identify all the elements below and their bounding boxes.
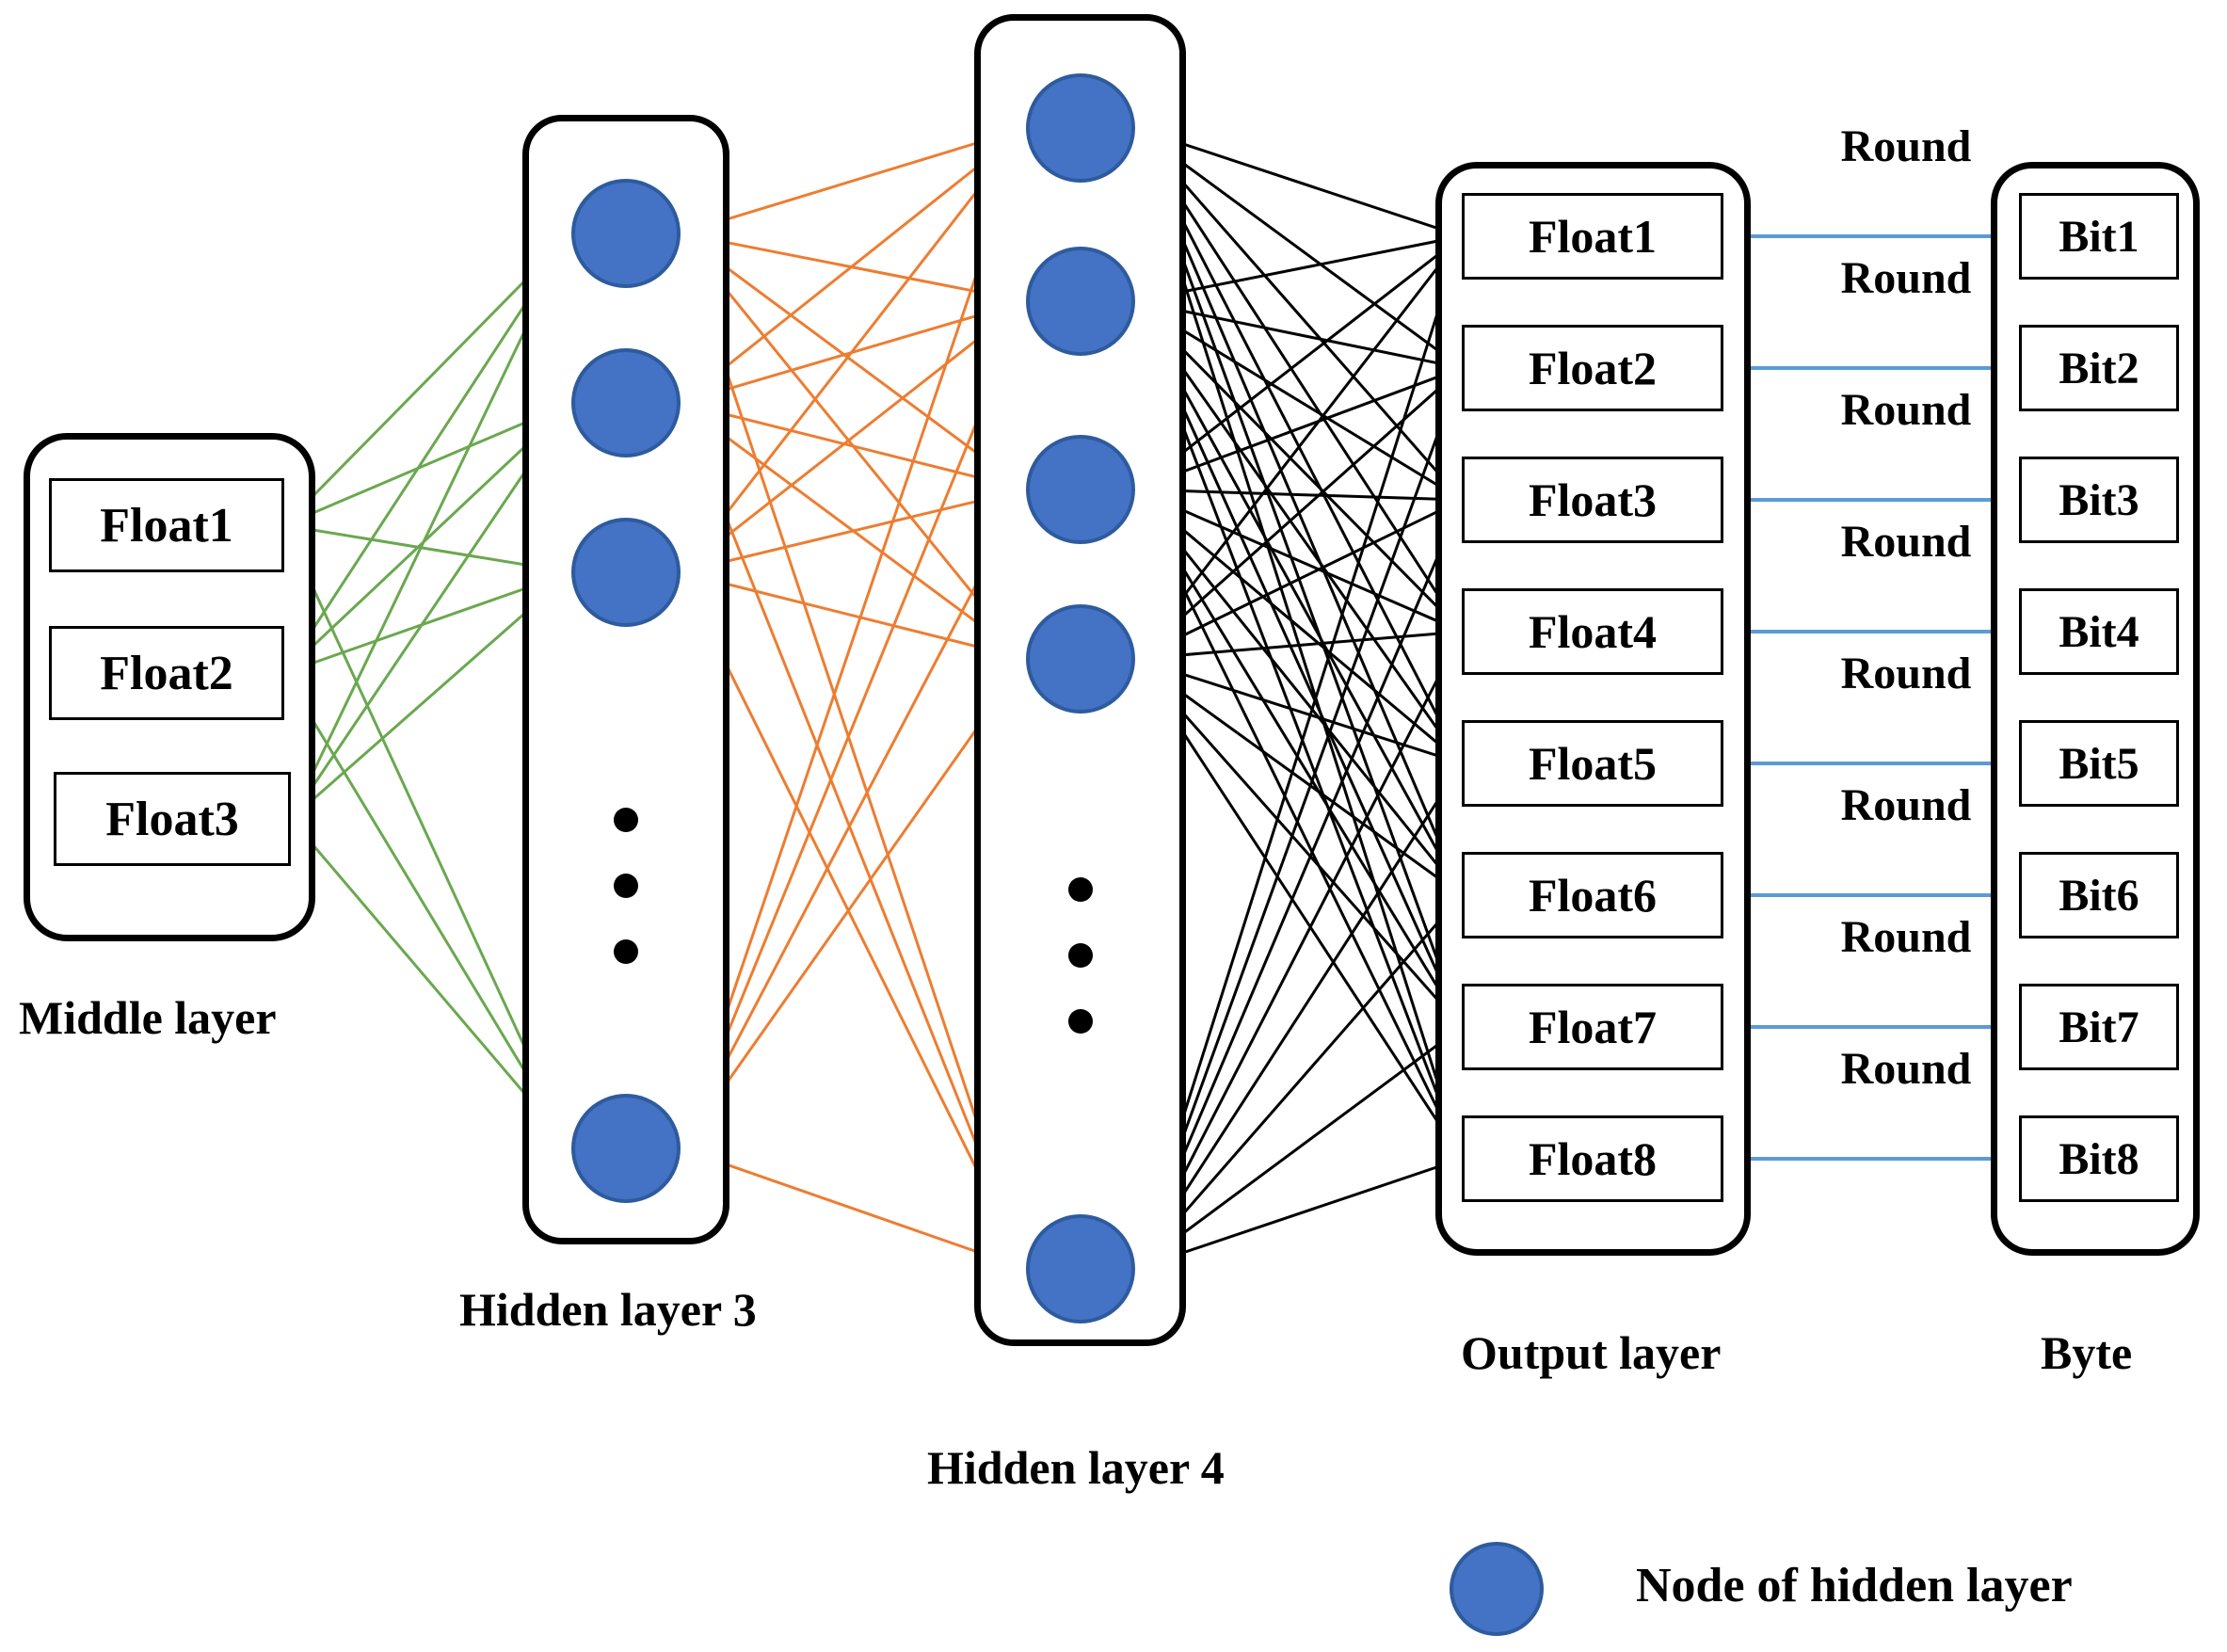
hidden-layer-3-caption: Hidden layer 3 bbox=[459, 1283, 757, 1336]
middle-layer-item-float2[interactable]: Float2 bbox=[49, 626, 284, 720]
byte-layer-item-bit1[interactable]: Bit1 bbox=[2019, 193, 2179, 280]
hidden-layer-4-node-1[interactable] bbox=[1026, 73, 1135, 183]
hidden-layer-3-ellipsis-dot-3 bbox=[614, 939, 638, 964]
hidden-layer-4-ellipsis-dot-3 bbox=[1068, 1009, 1093, 1034]
output-layer-item-float3[interactable]: Float3 bbox=[1462, 457, 1723, 543]
byte-layer-caption: Byte bbox=[2041, 1326, 2133, 1379]
byte-layer-item-bit2[interactable]: Bit2 bbox=[2019, 325, 2179, 411]
hidden-layer-4-ellipsis-dot-2 bbox=[1068, 943, 1093, 968]
output-layer-caption: Output layer bbox=[1461, 1326, 1722, 1379]
output-layer-item-float8[interactable]: Float8 bbox=[1462, 1115, 1723, 1202]
hidden-layer-4-caption: Hidden layer 4 bbox=[927, 1441, 1225, 1494]
hidden-layer-3-node-last[interactable] bbox=[571, 1094, 681, 1203]
middle-layer-caption: Middle layer bbox=[19, 991, 277, 1044]
round-label-2: Round bbox=[1840, 253, 1972, 303]
round-label-7: Round bbox=[1840, 912, 1972, 962]
byte-layer-item-bit4[interactable]: Bit4 bbox=[2019, 588, 2179, 675]
round-label-5: Round bbox=[1840, 649, 1972, 698]
byte-layer-item-bit3[interactable]: Bit3 bbox=[2019, 457, 2179, 543]
output-layer-item-float6[interactable]: Float6 bbox=[1462, 852, 1723, 938]
legend-node-swatch-icon bbox=[1450, 1542, 1544, 1636]
hidden-layer-3-node-2[interactable] bbox=[571, 348, 681, 457]
hidden-layer-3-container bbox=[522, 115, 729, 1244]
hidden-layer-4-node-4[interactable] bbox=[1026, 604, 1135, 714]
hidden-layer-4-node-3[interactable] bbox=[1026, 435, 1135, 544]
middle-layer-item-float3[interactable]: Float3 bbox=[54, 772, 291, 866]
output-layer-item-float1[interactable]: Float1 bbox=[1462, 193, 1723, 280]
hidden-layer-3-ellipsis-dot-1 bbox=[614, 808, 638, 832]
round-label-1: Round bbox=[1840, 121, 1972, 171]
round-label-6: Round bbox=[1840, 780, 1972, 830]
byte-layer-item-bit5[interactable]: Bit5 bbox=[2019, 720, 2179, 807]
hidden-layer-3-ellipsis-dot-2 bbox=[614, 874, 638, 898]
hidden-layer-3-node-1[interactable] bbox=[571, 179, 681, 288]
output-layer-item-float2[interactable]: Float2 bbox=[1462, 325, 1723, 411]
byte-layer-item-bit7[interactable]: Bit7 bbox=[2019, 984, 2179, 1070]
round-label-3: Round bbox=[1840, 385, 1972, 435]
round-label-8: Round bbox=[1840, 1044, 1972, 1094]
byte-layer-item-bit6[interactable]: Bit6 bbox=[2019, 852, 2179, 938]
output-layer-item-float5[interactable]: Float5 bbox=[1462, 720, 1723, 807]
legend-label: Node of hidden layer bbox=[1636, 1559, 2073, 1612]
hidden-layer-4-node-last[interactable] bbox=[1026, 1214, 1135, 1323]
round-label-4: Round bbox=[1840, 517, 1972, 567]
hidden-layer-4-ellipsis-dot-1 bbox=[1068, 877, 1093, 902]
middle-layer-item-float1[interactable]: Float1 bbox=[49, 478, 284, 572]
byte-layer-item-bit8[interactable]: Bit8 bbox=[2019, 1115, 2179, 1202]
hidden-layer-4-node-2[interactable] bbox=[1026, 247, 1135, 356]
output-layer-item-float7[interactable]: Float7 bbox=[1462, 984, 1723, 1070]
hidden-layer-3-node-3[interactable] bbox=[571, 518, 681, 627]
output-layer-item-float4[interactable]: Float4 bbox=[1462, 588, 1723, 675]
